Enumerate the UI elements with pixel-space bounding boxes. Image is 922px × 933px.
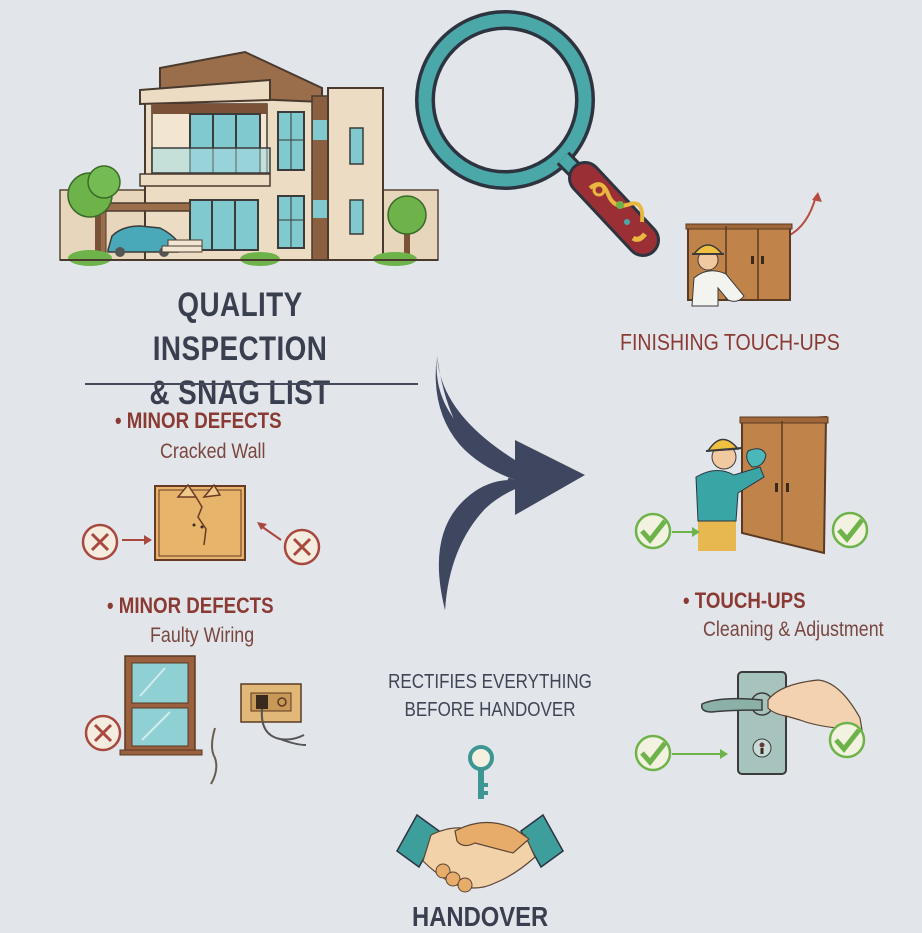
rectify-line-2: BEFORE HANDOVER — [404, 699, 576, 721]
pointer-arrow — [122, 535, 152, 545]
door-handle-icon — [700, 671, 863, 775]
loose-wire — [210, 727, 218, 785]
handshake-icon — [396, 813, 564, 893]
title-line-1: QUALITY INSPECTION — [152, 286, 328, 368]
wardrobe-worker-illustration — [695, 415, 829, 555]
house-illustration — [59, 50, 439, 266]
defect-heading-1: • MINOR DEFECTS — [115, 408, 282, 433]
pointer-arrow — [672, 749, 728, 759]
cabinet-worker-illustration — [685, 192, 822, 307]
window-icon — [119, 655, 203, 756]
defect-heading-2: • MINOR DEFECTS — [107, 593, 274, 618]
pointer-arrow — [257, 522, 282, 541]
page-title: QUALITY INSPECTION & SNAG LIST — [92, 283, 387, 415]
defect-detail-2: Faulty Wiring — [150, 624, 255, 647]
magnifying-glass-icon — [415, 10, 660, 257]
rectify-line-1: RECTIFIES EVERYTHING — [388, 671, 592, 693]
finishing-touchups-label: FINISHING TOUCH-UPS — [620, 329, 840, 355]
check-mark-icon — [634, 734, 672, 772]
touchups-detail: Cleaning & Adjustment — [703, 618, 884, 641]
title-line-2: & SNAG LIST — [149, 374, 331, 412]
handover-label: HANDOVER — [412, 901, 549, 932]
pointer-arrow — [672, 527, 700, 537]
check-mark-icon — [634, 512, 672, 550]
key-icon — [468, 745, 494, 799]
x-mark-icon — [84, 714, 122, 752]
x-mark-icon — [81, 523, 119, 561]
outlet-icon — [240, 683, 307, 746]
touchups-heading: • TOUCH-UPS — [683, 588, 806, 613]
cracked-wall-icon — [154, 483, 246, 561]
check-mark-icon — [828, 721, 866, 759]
curved-arrow-icon — [435, 355, 585, 610]
defect-detail-1: Cracked Wall — [160, 440, 266, 463]
rectify-caption: RECTIFIES EVERYTHING BEFORE HANDOVER — [388, 668, 592, 724]
x-mark-icon — [283, 528, 321, 566]
title-divider — [85, 383, 418, 385]
check-mark-icon — [831, 511, 869, 549]
